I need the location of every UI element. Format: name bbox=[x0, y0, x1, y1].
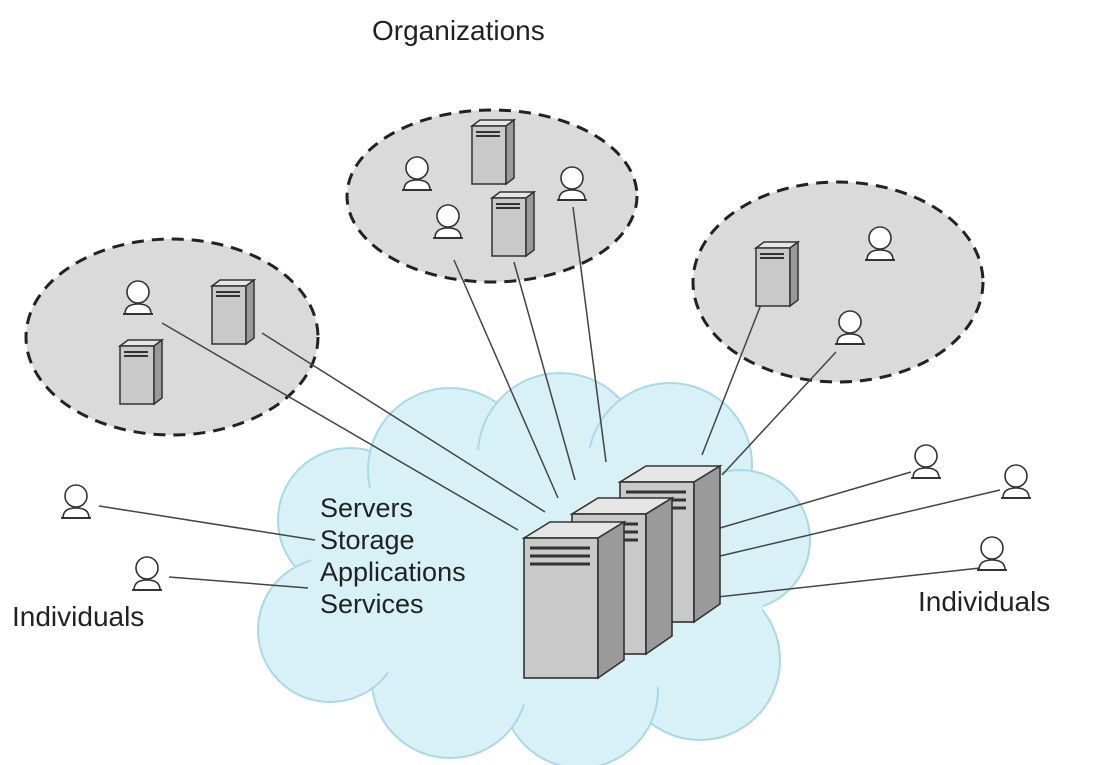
server-icon bbox=[471, 119, 515, 185]
server-icon bbox=[119, 339, 163, 405]
organization-group-top bbox=[345, 108, 639, 284]
server-icon bbox=[491, 191, 535, 257]
cloud-service-services: Services bbox=[320, 589, 424, 619]
individuals-left-label: Individuals bbox=[12, 601, 145, 632]
connector-lines bbox=[98, 206, 1001, 601]
cloud-service-servers: Servers bbox=[320, 493, 414, 523]
individuals-right-label: Individuals bbox=[918, 586, 1051, 617]
person-icon bbox=[910, 444, 942, 479]
person-icon bbox=[131, 556, 163, 591]
organization-group-left bbox=[24, 237, 320, 437]
cloud-service-storage: Storage bbox=[320, 525, 415, 555]
server-icon bbox=[211, 279, 255, 345]
organizations-label: Organizations bbox=[372, 15, 545, 46]
server-icon bbox=[755, 241, 799, 307]
cloud-service-applications: Applications bbox=[320, 557, 466, 587]
cloud-services-list: Servers Storage Applications Services bbox=[320, 492, 466, 620]
person-icon bbox=[1000, 464, 1032, 499]
person-icon bbox=[976, 536, 1008, 571]
organization-group-right bbox=[691, 180, 985, 384]
person-icon bbox=[60, 484, 92, 519]
server-icon bbox=[522, 520, 626, 680]
